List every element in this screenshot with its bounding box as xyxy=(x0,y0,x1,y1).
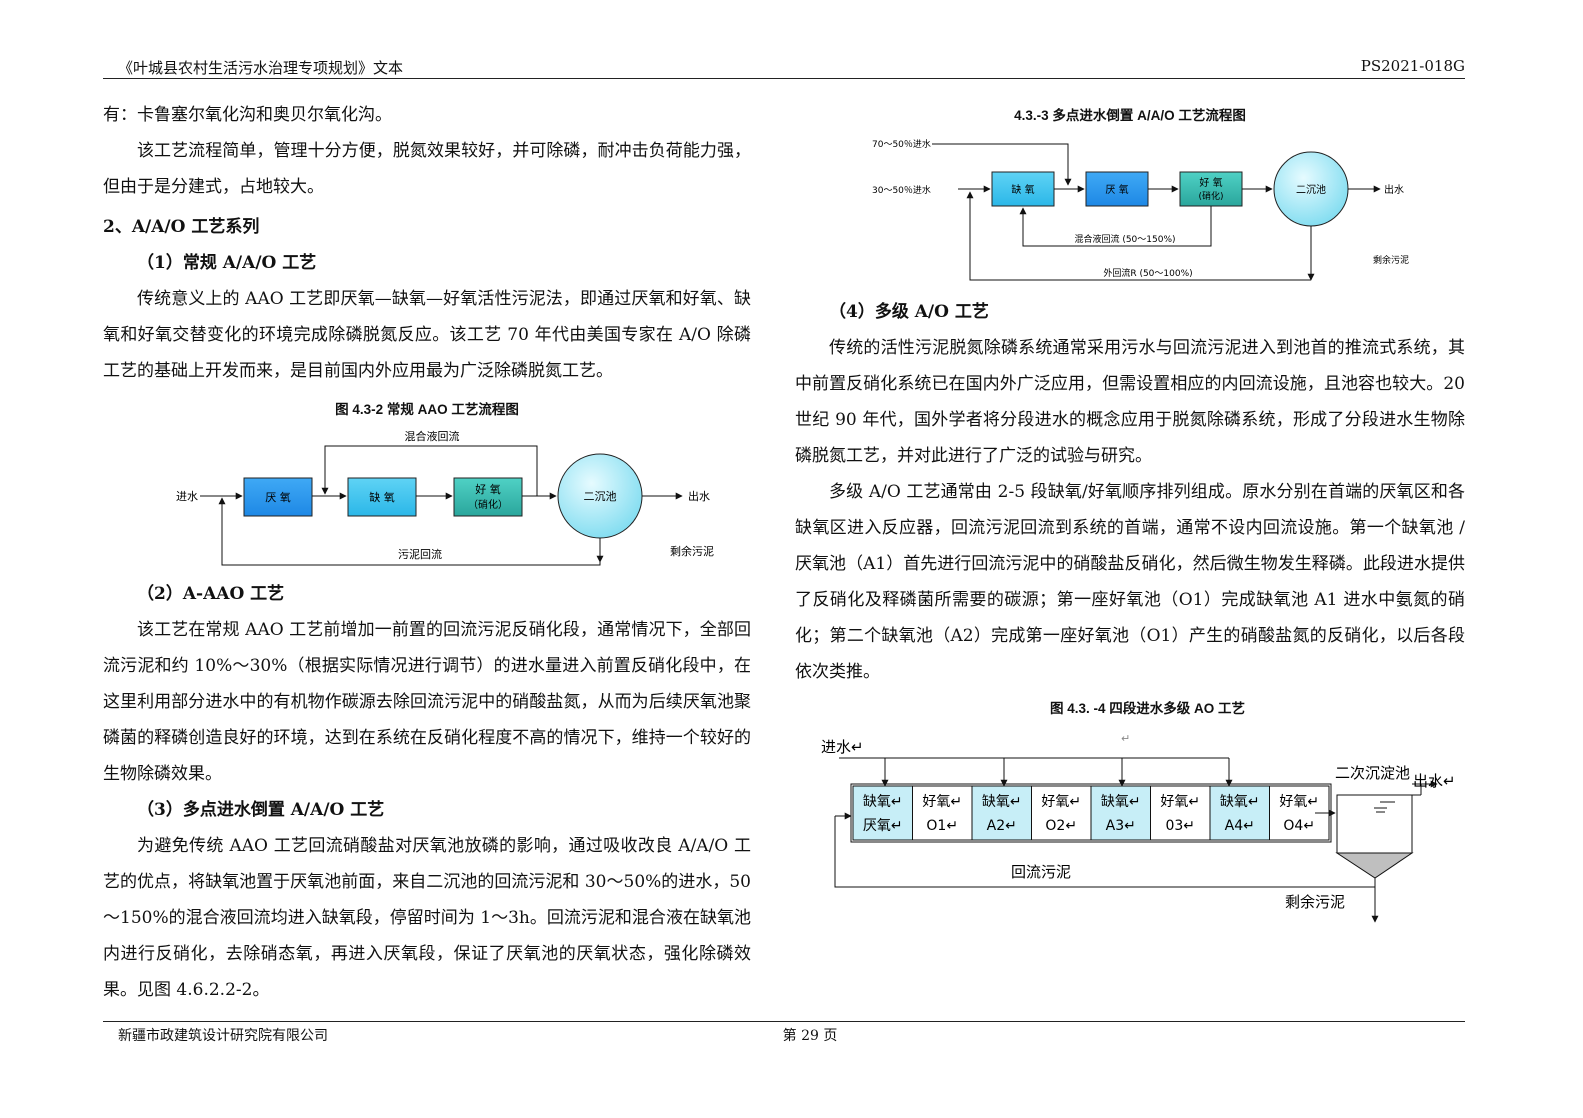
reactor-cell-label: 缺氧↵ xyxy=(1101,794,1141,810)
reactor-cell-label: 好氧↵ xyxy=(922,794,962,810)
reactor-cell xyxy=(1150,785,1211,841)
figure-caption: 图 4.3. -4 四段进水多级 AO 工艺 xyxy=(1049,701,1246,716)
reactor-cell-label: 厌氧↵ xyxy=(863,818,903,834)
paragraph: 传统的活性污泥脱氮除磷系统通常采用污水与回流污泥进入到池首的推流式系统，其中前置… xyxy=(795,338,1465,466)
paragraph: 多级 A/O 工艺通常由 2-5 段缺氧/好氧顺序排列组成。原水分别在首端的厌氧… xyxy=(795,482,1465,682)
reactor-cell-label: A2↵ xyxy=(987,818,1017,834)
effluent-label: 出水 xyxy=(1384,183,1404,196)
effluent-label: 出水↵ xyxy=(1413,772,1456,790)
flow-arrow xyxy=(932,143,1072,186)
influent-b-label: 30～50％进水 xyxy=(872,184,931,196)
reactor-cell-label: 03↵ xyxy=(1165,818,1195,834)
mixed-return-label: 混合液回流 (50～150%) xyxy=(1074,233,1175,245)
document-header-title: 《叶城县农村生活污水治理专项规划》文本 xyxy=(118,59,404,77)
reactor-cell-label: 好氧↵ xyxy=(1041,794,1081,810)
excess-sludge-label: 剩余污泥 xyxy=(670,544,714,558)
mixed-liquor-return-line xyxy=(1019,206,1212,247)
aerobic-tank xyxy=(453,477,523,517)
clarifier-label: 二沉池 xyxy=(584,490,617,503)
reactor-cell xyxy=(971,785,1032,841)
reactor-cell-label: 好氧↵ xyxy=(1279,794,1319,810)
figure-caption: 4.3.-3 多点进水倒置 A/A/O 工艺流程图 xyxy=(1014,108,1246,123)
reactor-cell-label: 缺氧↵ xyxy=(863,794,903,810)
paragraph: 该工艺在常规 AAO 工艺前增加一前置的回流污泥反硝化段，通常情况下，全部回流污… xyxy=(103,620,751,784)
paragraph: 为避免传统 AAO 工艺回流硝酸盐对厌氧池放磷的影响，通过吸收改良 A/A/O … xyxy=(103,836,751,1000)
section-heading: 2、A/A/O 工艺系列 xyxy=(103,217,260,237)
mixed-return-label: 混合液回流 xyxy=(405,429,460,443)
anaerobic-tank xyxy=(243,477,313,517)
reactor-cell-label: A3↵ xyxy=(1106,818,1136,834)
reactor-cell xyxy=(912,785,973,841)
anoxic-label: 缺 氧 xyxy=(369,490,395,504)
excess-sludge-label: 剩余污泥 xyxy=(1285,893,1345,911)
influent-label: 进水 xyxy=(176,490,198,503)
reactor-cell xyxy=(852,785,913,841)
reactor-train: 缺氧↵ 厌氧↵ 好氧↵ O1↵ 缺氧↵ A2↵ 好氧↵ O2↵ 缺氧↵ A3↵ 好氧↵ 03↵ 缺氧↵ A… xyxy=(850,783,1332,843)
aao-flow-diagram: 进水 厌 氧 缺 氧 好 氧 （硝化） 二沉池 出水 混合液回流 污泥回流 剩余… xyxy=(176,429,714,566)
footer-organization: 新疆市政建筑设计研究院有限公司 xyxy=(118,1028,328,1044)
aerobic-label: 好 氧 xyxy=(475,482,501,496)
excess-sludge-label: 剩余污泥 xyxy=(1373,254,1409,266)
secondary-clarifier-tank xyxy=(1336,794,1413,854)
reactor-cell-label: 缺氧↵ xyxy=(1220,794,1260,810)
clarifier-label: 二次沉淀池 xyxy=(1335,764,1410,782)
left-column-lower: （2）A-AAO 工艺 该工艺在常规 AAO 工艺前增加一前置的回流污泥反硝化段… xyxy=(103,576,751,1008)
step-feed-multistage-ao-diagram: 进水↵ ↵ 缺氧↵ 厌氧↵ 好氧↵ O1↵ 缺氧↵ A2↵ 好氧↵ O2↵ 缺氧↵ A3↵ 好氧↵ 0… xyxy=(821,732,1456,923)
aerobic-sublabel: （硝化） xyxy=(468,498,508,511)
clarifier-label: 二沉池 xyxy=(1296,183,1326,196)
reactor-cell-label: A4↵ xyxy=(1225,818,1255,834)
figure-caption: 图 4.3-2 常规 AAO 工艺流程图 xyxy=(335,402,519,417)
subsection-heading: （1）常规 A/A/O 工艺 xyxy=(137,253,317,273)
reactor-cell-label: O4↵ xyxy=(1283,818,1315,834)
aerobic-label: 好 氧 xyxy=(1199,176,1222,189)
effluent-label: 出水 xyxy=(688,489,710,503)
reactor-cell xyxy=(1031,785,1092,841)
paragraph: 有：卡鲁塞尔氧化沟和奥贝尔氧化沟。 xyxy=(103,105,392,125)
subsection-heading: （2）A-AAO 工艺 xyxy=(137,584,285,604)
reactor-cell-label: O2↵ xyxy=(1045,818,1077,834)
paragraph-mark: ↵ xyxy=(1121,732,1130,745)
paragraph: 该工艺流程简单，管理十分方便，脱氮效果较好，并可除磷，耐冲击负荷能力强，但由于是… xyxy=(103,141,751,197)
reactor-cell xyxy=(1090,785,1151,841)
document-code: PS2021-018G xyxy=(1360,57,1465,75)
footer-rule xyxy=(103,1021,1465,1022)
reactor-cell-label: 缺氧↵ xyxy=(982,794,1022,810)
reactor-cell-label: O1↵ xyxy=(926,818,958,834)
external-return-line xyxy=(966,191,1311,281)
sludge-return-label: 污泥回流 xyxy=(398,547,442,561)
anaerobic-label: 厌 氧 xyxy=(265,490,291,504)
mixed-liquor-return-line xyxy=(321,445,538,496)
anoxic-label: 缺 氧 xyxy=(1011,183,1034,196)
anoxic-tank xyxy=(991,171,1055,207)
influent-label: 进水↵ xyxy=(821,738,864,756)
header-rule xyxy=(103,78,1465,79)
right-column: （4）多级 A/O 工艺 传统的活性污泥脱氮除磷系统通常采用污水与回流污泥进入到… xyxy=(795,294,1465,690)
subsection-heading: （3）多点进水倒置 A/A/O 工艺 xyxy=(137,800,385,820)
left-column: 有：卡鲁塞尔氧化沟和奥贝尔氧化沟。 该工艺流程简单，管理十分方便，脱氮效果较好，… xyxy=(103,97,751,389)
anoxic-tank xyxy=(347,477,417,517)
external-return-label: 外回流R (50～100%) xyxy=(1103,267,1192,279)
clarifier-hopper xyxy=(1335,852,1414,879)
reactor-cell-label: 好氧↵ xyxy=(1160,794,1200,810)
anaerobic-label: 厌 氧 xyxy=(1105,183,1128,196)
page-number: 第 29 页 xyxy=(782,1028,838,1044)
paragraph: 传统意义上的 AAO 工艺即厌氧—缺氧—好氧活性污泥法，即通过厌氧和好氧、缺氧和… xyxy=(103,289,751,381)
subsection-heading: （4）多级 A/O 工艺 xyxy=(829,302,989,322)
aerobic-sublabel: (硝化) xyxy=(1198,190,1223,202)
influent-a-label: 70～50％进水 xyxy=(872,138,931,150)
multi-point-inverted-aao-diagram: 70～50％进水 30～50％进水 缺 氧 厌 氧 好 氧 (硝化) 二沉池 出… xyxy=(872,138,1409,281)
sludge-return-label: 回流污泥 xyxy=(1011,863,1071,881)
